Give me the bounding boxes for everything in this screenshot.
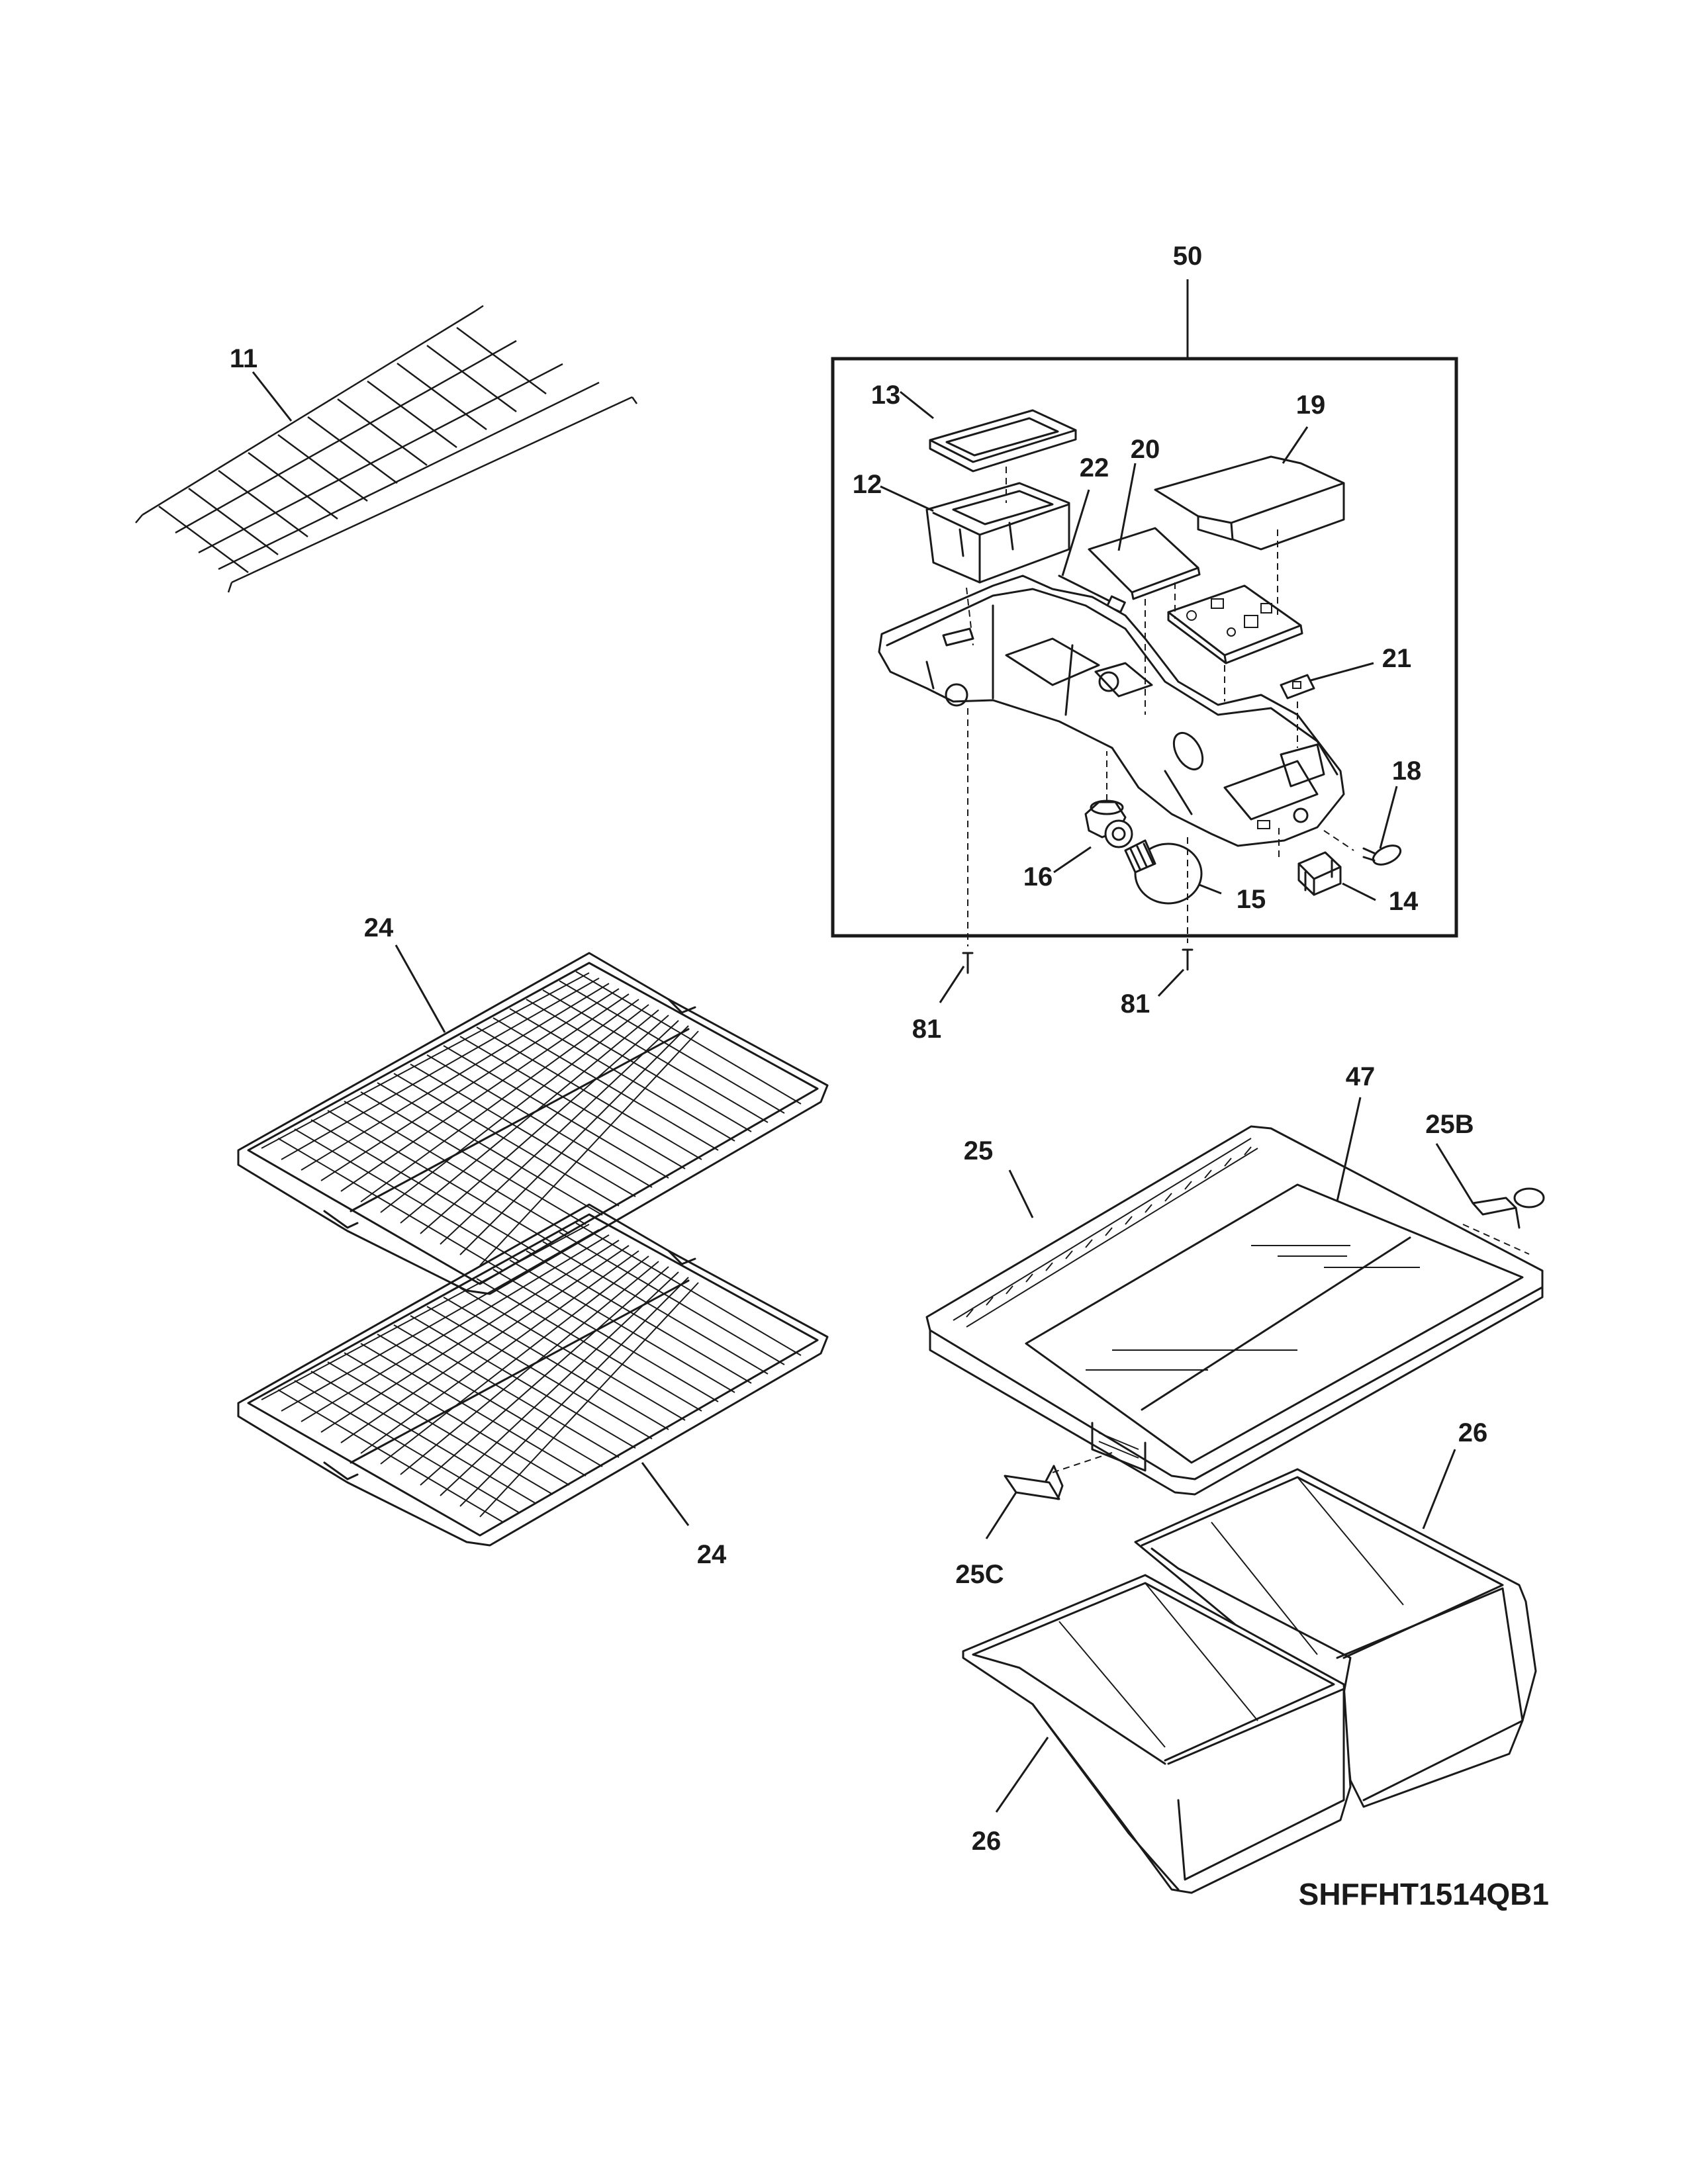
callout-25: 25 (964, 1136, 994, 1165)
clip-part-25B (1462, 1187, 1545, 1255)
callout-18: 18 (1392, 756, 1422, 786)
crisper-drawer-26-rear (1134, 1468, 1537, 1808)
callout-14: 14 (1389, 887, 1419, 916)
screws-part-81 (962, 708, 1194, 974)
callout-16: 16 (1023, 862, 1053, 891)
callout-21: 21 (1382, 644, 1412, 673)
part-15-light-bulb (1124, 839, 1203, 905)
callout-81-left: 81 (912, 1015, 942, 1044)
leader-lines (252, 371, 1474, 1813)
part-20-board-cover (1088, 527, 1201, 600)
callout-26-rear: 26 (1458, 1418, 1488, 1447)
callout-22: 22 (1080, 453, 1109, 482)
crisper-drawer-26-front (962, 1574, 1352, 1894)
callout-50: 50 (1173, 242, 1203, 271)
callout-13: 13 (871, 381, 901, 410)
callout-11: 11 (230, 344, 258, 373)
crisper-cover-part-25 (925, 1125, 1544, 1496)
wire-shelf-24-lower (237, 1203, 829, 1547)
part-16-lamp-socket (1084, 799, 1133, 848)
clip-part-25C (1004, 1452, 1113, 1500)
callout-47: 47 (1346, 1062, 1376, 1091)
callout-26-front: 26 (972, 1827, 1002, 1856)
callout-24-upper: 24 (364, 913, 394, 942)
callout-81-right: 81 (1121, 989, 1150, 1019)
callout-20: 20 (1131, 435, 1160, 464)
wire-shelf-24-upper (237, 952, 829, 1295)
part-13-filter-frame (929, 409, 1077, 473)
part-14-switch (1297, 851, 1342, 896)
callout-25B: 25B (1425, 1110, 1474, 1139)
part-22-sensor (1058, 574, 1126, 614)
callout-12: 12 (853, 470, 882, 499)
part-18-knob (1362, 844, 1402, 866)
control-board (1167, 584, 1303, 664)
control-assembly-50 (831, 279, 1458, 938)
callout-labels: 50 11 13 12 22 20 19 21 18 16 15 14 81 8… (230, 242, 1549, 1911)
wire-shelf-part-11 (135, 304, 638, 593)
callout-24-lower: 24 (697, 1540, 727, 1569)
part-19-cover (1154, 455, 1345, 551)
model-code: SHFFHT1514QB1 (1299, 1877, 1549, 1911)
callout-25C: 25C (955, 1560, 1004, 1589)
callout-19: 19 (1296, 390, 1326, 420)
part-12-filter-housing (925, 482, 1070, 584)
callout-15: 15 (1237, 885, 1266, 914)
part-21-plate (1280, 674, 1315, 700)
